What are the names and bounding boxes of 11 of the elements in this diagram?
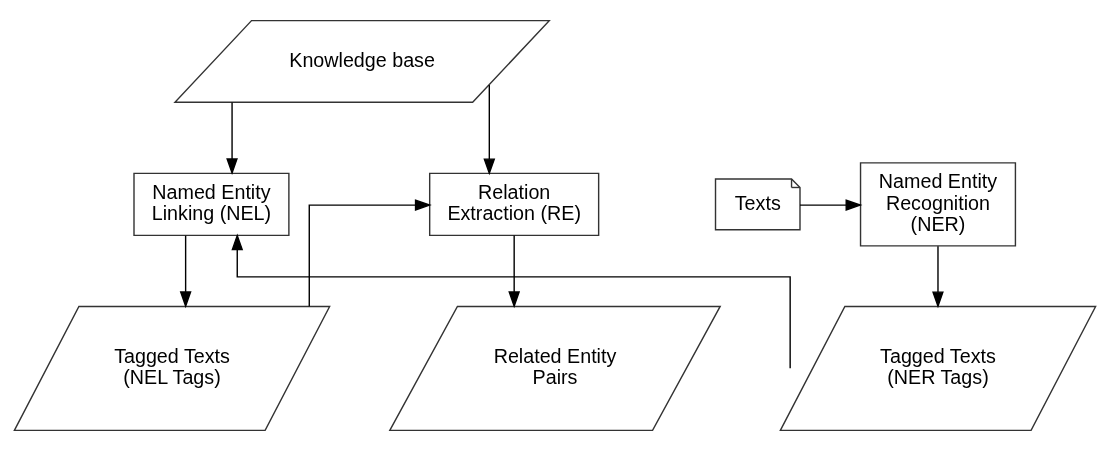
arrow	[226, 101, 238, 176]
arrow	[508, 234, 521, 309]
node-box: Relation Extraction (RE)	[429, 172, 600, 237]
arrow	[799, 199, 863, 211]
node-box: Named Entity Recognition (NER)	[859, 162, 1017, 247]
arrow	[179, 234, 192, 309]
arrow	[231, 233, 791, 370]
arrow	[932, 245, 944, 309]
arrow	[308, 199, 432, 307]
node-box: Named Entity Linking (NEL)	[133, 172, 290, 237]
arrow	[483, 84, 496, 176]
